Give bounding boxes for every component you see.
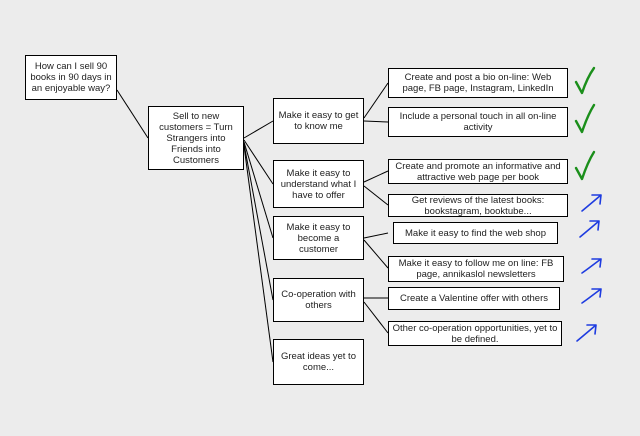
strategy-box: Make it easy to get to know me [273,98,364,144]
strategy-box: Make it easy to become a customer [273,216,364,260]
action-text: Create and promote an informative and at… [395,160,561,183]
strategy-text: Make it easy to understand what I have t… [280,167,357,201]
root-question-text: How can I sell 90 books in 90 days in an… [30,61,112,94]
goal-text: Sell to new customers = Turn Strangers i… [159,110,233,166]
action-text: Get reviews of the latest books: booksta… [411,194,545,217]
root-question-box: How can I sell 90 books in 90 days in an… [25,55,117,100]
up-right-arrow-icon [581,258,602,274]
action-box: Create and post a bio on-line: Web page,… [388,68,568,98]
goal-box: Sell to new customers = Turn Strangers i… [148,106,244,170]
check-mark-icon [574,103,596,134]
action-box: Create a Valentine offer with others [388,287,560,310]
up-right-arrow-icon [579,220,600,238]
action-text: Create and post a bio on-line: Web page,… [402,72,554,94]
action-box: Create and promote an informative and at… [388,159,568,184]
action-text: Make it easy to follow me on line: FB pa… [398,258,554,280]
action-box: Other co-operation opportunities, yet to… [388,321,562,346]
up-right-arrow-icon [581,288,602,304]
strategy-text: Make it easy to become a customer [286,221,351,255]
strategy-box: Make it easy to understand what I have t… [273,160,364,208]
strategy-box: Great ideas yet to come... [273,339,364,385]
action-box: Make it easy to follow me on line: FB pa… [388,256,564,282]
check-mark-icon [574,66,596,95]
strategy-box: Co-operation with others [273,278,364,322]
check-mark-icon [574,150,596,181]
action-text: Other co-operation opportunities, yet to… [392,322,558,345]
action-box: Get reviews of the latest books: booksta… [388,194,568,217]
action-text: Make it easy to find the web shop [405,227,546,239]
strategy-text: Make it easy to get to know me [278,110,359,132]
action-text: Create a Valentine offer with others [399,293,549,304]
action-box: Include a personal touch in all on-line … [388,107,568,137]
action-box: Make it easy to find the web shop [393,222,558,244]
strategy-text: Great ideas yet to come... [281,351,356,373]
strategy-text: Co-operation with others [281,289,356,311]
action-text: Include a personal touch in all on-line … [399,111,557,133]
up-right-arrow-icon [576,324,597,342]
up-right-arrow-icon [581,194,602,212]
